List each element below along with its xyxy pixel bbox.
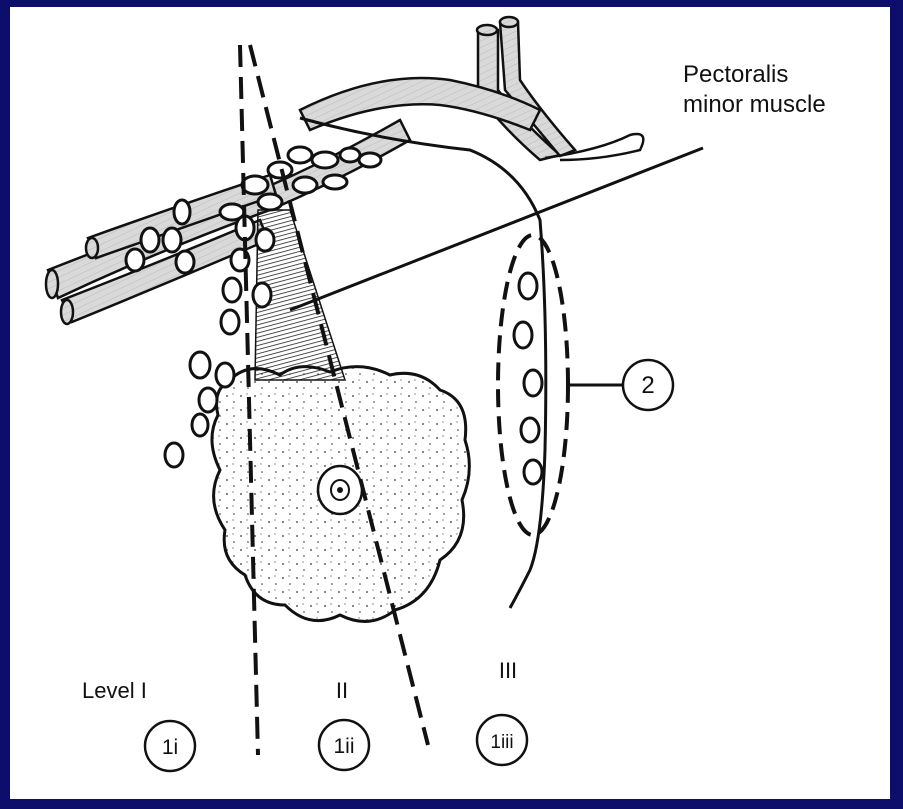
level-1ii-label: 1ii <box>333 735 354 758</box>
nipple <box>318 466 362 514</box>
level-1i-label: 1i <box>162 736 178 759</box>
node-group-2-label: 2 <box>641 372 654 399</box>
level-1iii-label: 1iii <box>490 732 513 753</box>
muscle-label-line1: Pectoralis <box>683 61 788 88</box>
muscle-label-line2: minor muscle <box>683 91 826 118</box>
level-i-label: Level I <box>82 678 147 703</box>
level-ii-label: II <box>336 678 348 703</box>
level-iii-label: III <box>499 658 517 683</box>
